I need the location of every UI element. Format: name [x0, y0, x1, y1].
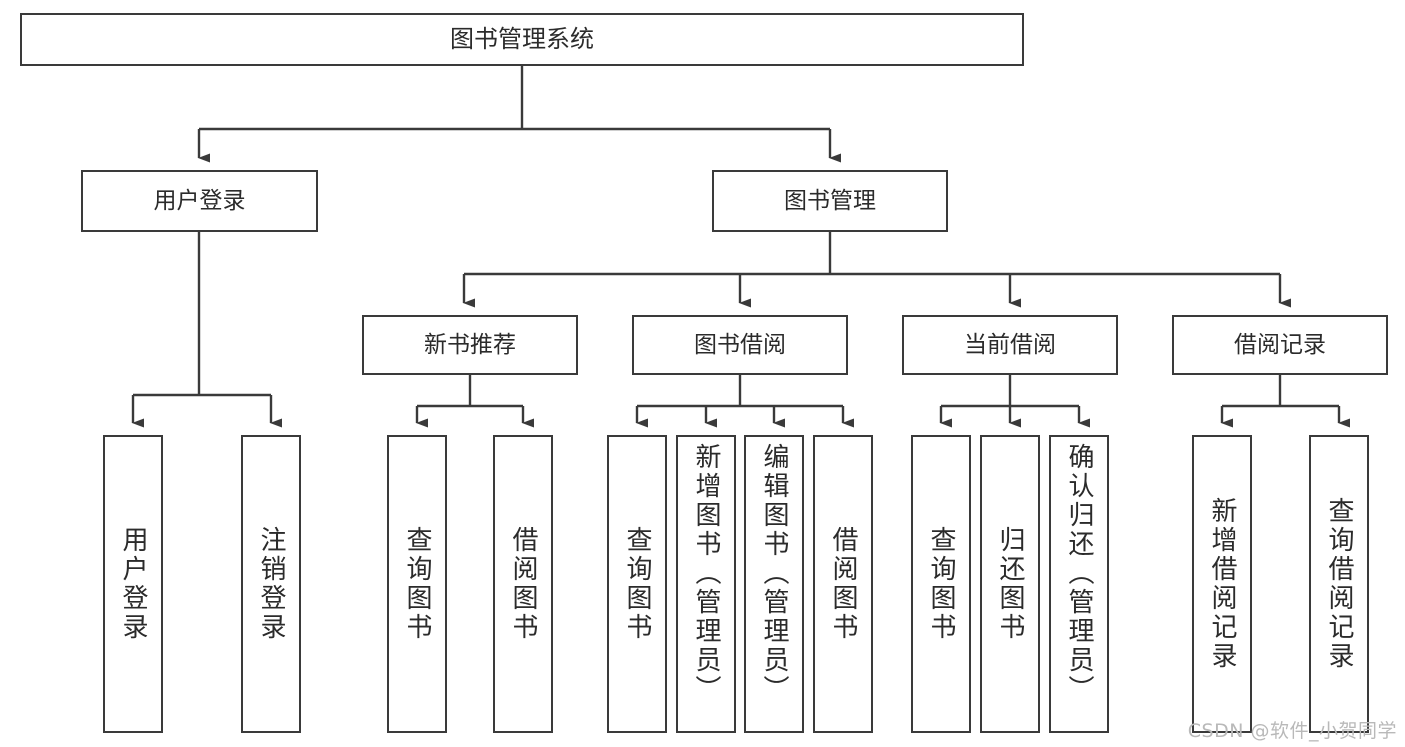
node-label: 图书管理: [784, 187, 876, 214]
node-label: 新书推荐: [424, 331, 516, 358]
leaf-book-borrow-query-book[interactable]: 查询图书: [607, 435, 667, 733]
node-label: 当前借阅: [964, 331, 1056, 358]
leaf-user-login-login[interactable]: 用户登录: [103, 435, 163, 733]
node-label: 借阅记录: [1234, 331, 1326, 358]
node-label: 编辑图书（管理员）: [759, 443, 789, 704]
node-label: 用户登录: [153, 187, 246, 214]
leaf-current-borrow-return-book[interactable]: 归还图书: [980, 435, 1040, 733]
node-user-login[interactable]: 用户登录: [81, 170, 318, 232]
node-label: 确认归还（管理员）: [1064, 443, 1094, 704]
node-label: 查询借阅记录: [1324, 497, 1354, 671]
leaf-book-borrow-add-book-admin[interactable]: 新增图书（管理员）: [676, 435, 736, 733]
watermark-text: CSDN @软件_小贺同学: [1187, 720, 1397, 742]
leaf-borrow-record-add-record[interactable]: 新增借阅记录: [1192, 435, 1252, 733]
node-book-management[interactable]: 图书管理: [712, 170, 948, 232]
node-label: 新增借阅记录: [1207, 497, 1237, 671]
node-book-borrow[interactable]: 图书借阅: [632, 315, 848, 375]
leaf-current-borrow-confirm-return-admin[interactable]: 确认归还（管理员）: [1049, 435, 1109, 733]
node-label: 查询图书: [402, 526, 432, 642]
leaf-book-borrow-edit-book-admin[interactable]: 编辑图书（管理员）: [744, 435, 804, 733]
leaf-borrow-record-query-record[interactable]: 查询借阅记录: [1309, 435, 1369, 733]
leaf-user-login-logout[interactable]: 注销登录: [241, 435, 301, 733]
leaf-book-borrow-borrow-book[interactable]: 借阅图书: [813, 435, 873, 733]
node-label: 注销登录: [256, 526, 286, 642]
node-current-borrow[interactable]: 当前借阅: [902, 315, 1118, 375]
node-label: 图书借阅: [694, 331, 786, 358]
node-label: 查询图书: [622, 526, 652, 642]
node-label: 借阅图书: [508, 526, 538, 642]
node-new-book-recommend[interactable]: 新书推荐: [362, 315, 578, 375]
node-label: 查询图书: [926, 526, 956, 642]
node-label: 借阅图书: [828, 526, 858, 642]
leaf-new-book-borrow-book[interactable]: 借阅图书: [493, 435, 553, 733]
leaf-current-borrow-query-book[interactable]: 查询图书: [911, 435, 971, 733]
node-label: 图书管理系统: [450, 24, 594, 53]
node-label: 新增图书（管理员）: [691, 443, 721, 704]
node-root-book-management-system[interactable]: 图书管理系统: [20, 13, 1024, 66]
leaf-new-book-query-book[interactable]: 查询图书: [387, 435, 447, 733]
node-borrow-record[interactable]: 借阅记录: [1172, 315, 1388, 375]
node-label: 用户登录: [118, 526, 148, 642]
node-label: 归还图书: [995, 526, 1025, 642]
